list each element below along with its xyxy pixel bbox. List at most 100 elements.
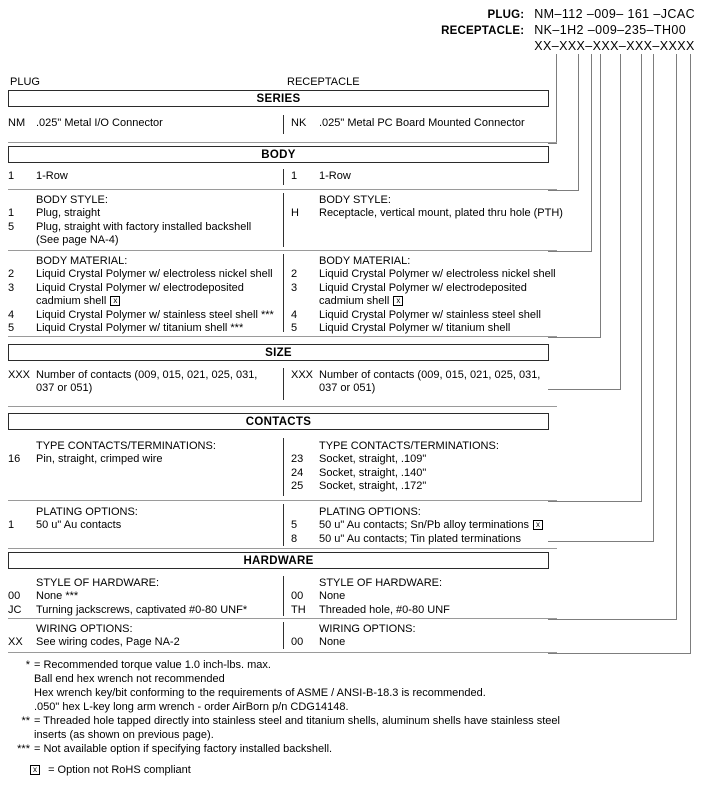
- contacts-plating-left-column: PLATING OPTIONS: 1 50 u" Au contacts: [8, 501, 278, 533]
- series-right-column: NK .025" Metal PC Board Mounted Connecto…: [291, 112, 553, 130]
- bracket-line-contacts-plating: [653, 54, 654, 541]
- option-text: Liquid Crystal Polymer w/ electrodeposit…: [319, 281, 527, 294]
- option-text-continued: 037 or 051): [319, 382, 376, 395]
- bracket-line-size: [620, 54, 621, 389]
- option-item: 00 None: [291, 636, 553, 649]
- column-divider-body-rowcount: [283, 169, 285, 185]
- size-right-column: XXX Number of contacts (009, 015, 021, 0…: [291, 365, 553, 396]
- section-title-contacts: CONTACTS: [8, 413, 549, 430]
- option-text: 50 u" Au contacts; Tin plated terminatio…: [319, 532, 522, 545]
- part-number-code-plug: NM–112 –009– 161 –JCAC: [534, 7, 695, 21]
- column-divider-body-style: [283, 193, 285, 247]
- option-item: 5 Liquid Crystal Polymer w/ titanium she…: [8, 322, 278, 335]
- option-item: 3 Liquid Crystal Polymer w/ electrodepos…: [8, 282, 278, 309]
- option-code: 00: [291, 636, 304, 649]
- option-code: 25: [291, 480, 304, 493]
- body-style-left-column: BODY STYLE: 1 Plug, straight 5 Plug, str…: [8, 190, 278, 248]
- body-rowcount-right-column: 1 1-Row: [291, 167, 553, 183]
- column-divider-contacts-plating: [283, 504, 285, 546]
- section-title-series: SERIES: [8, 90, 549, 107]
- option-code: 1: [8, 519, 15, 532]
- option-text: Liquid Crystal Polymer w/ titanium shell…: [36, 322, 244, 335]
- bracket-line-hardware-wiring: [690, 54, 691, 653]
- option-text-continued-label: cadmium shell: [36, 295, 107, 308]
- row-body-material: BODY MATERIAL: 2 Liquid Crystal Polymer …: [8, 251, 557, 337]
- option-text: Liquid Crystal Polymer w/ titanium shell: [319, 322, 511, 335]
- option-text-label: 50 u" Au contacts; Sn/Pb alloy terminati…: [319, 519, 529, 532]
- option-text: See wiring codes, Page NA-2: [36, 636, 180, 649]
- rohs-noncompliant-icon: x: [393, 296, 404, 307]
- option-code: XXX: [291, 369, 314, 381]
- option-item: H Receptacle, vertical mount, plated thr…: [291, 207, 563, 220]
- bracket-elbow-contacts-type: [548, 501, 642, 502]
- option-code: NM: [8, 117, 26, 129]
- footnote-marker: **: [21, 715, 30, 727]
- option-code: 24: [291, 466, 304, 479]
- option-item: NK .025" Metal PC Board Mounted Connecto…: [291, 117, 553, 130]
- part-number-label-receptacle: RECEPTACLE:: [441, 25, 525, 37]
- part-number-row-template: XX–XXX–XXX–XXX–XXXX: [426, 38, 695, 54]
- option-code: 2: [291, 268, 298, 281]
- section-title-hardware: HARDWARE: [8, 552, 549, 569]
- bracket-elbow-hardware-wiring: [548, 653, 691, 654]
- option-item: 23 Socket, straight, .109": [291, 453, 553, 466]
- option-text: Socket, straight, .109": [319, 453, 427, 466]
- group-heading: PLATING OPTIONS:: [36, 506, 138, 518]
- part-number-row-plug: PLUG: NM–112 –009– 161 –JCAC: [426, 6, 695, 22]
- option-item: 1 50 u" Au contacts: [8, 519, 278, 532]
- part-number-code-template: XX–XXX–XXX–XXX–XXXX: [534, 39, 695, 53]
- option-text-continued: 037 or 051): [36, 382, 93, 395]
- footnote-item: ** = Threaded hole tapped directly into …: [8, 714, 628, 742]
- row-contacts-plating: PLATING OPTIONS: 1 50 u" Au contacts PLA…: [8, 501, 557, 549]
- row-body-rowcount: 1 1-Row 1 1-Row: [8, 167, 557, 190]
- option-code: 1: [8, 207, 15, 220]
- option-text: 1-Row: [36, 170, 68, 182]
- option-text: .025" Metal I/O Connector: [36, 117, 163, 129]
- option-text: Number of contacts (009, 015, 021, 025, …: [36, 369, 258, 381]
- bracket-line-body-style: [591, 54, 592, 251]
- footnote-subline: .050" hex L-key long arm wrench - order …: [34, 701, 349, 713]
- part-number-header: PLUG: NM–112 –009– 161 –JCAC RECEPTACLE:…: [426, 6, 695, 54]
- footnote-text: = Recommended torque value 1.0 inch-lbs.…: [34, 659, 271, 671]
- option-item: 1 1-Row: [8, 170, 278, 183]
- footnote-subline: Ball end hex wrench not recommended: [34, 673, 225, 685]
- option-text: Liquid Crystal Polymer w/ electroless ni…: [319, 268, 556, 281]
- option-text: None: [319, 590, 346, 603]
- bracket-elbow-contacts-plating: [548, 541, 654, 542]
- bracket-elbow-body-style: [548, 251, 592, 252]
- option-item: 3 Liquid Crystal Polymer w/ electrodepos…: [291, 282, 553, 309]
- option-code: 3: [291, 281, 298, 294]
- option-code: 00: [8, 590, 21, 603]
- rohs-legend: x = Option not RoHS compliant: [30, 763, 191, 777]
- group-heading: BODY STYLE:: [319, 194, 391, 206]
- group-heading: TYPE CONTACTS/TERMINATIONS:: [36, 440, 216, 452]
- group-heading: PLATING OPTIONS:: [319, 506, 421, 518]
- option-text: Turning jackscrews, captivated #0-80 UNF…: [36, 603, 248, 616]
- option-code: 23: [291, 453, 304, 466]
- group-heading: STYLE OF HARDWARE:: [319, 577, 443, 589]
- option-code: 2: [8, 268, 15, 281]
- bracket-elbow-body-row: [548, 190, 579, 191]
- group-heading: TYPE CONTACTS/TERMINATIONS:: [319, 440, 499, 452]
- group-heading: BODY MATERIAL:: [319, 255, 411, 267]
- option-item: 00 None: [291, 590, 553, 603]
- option-item: 5 Plug, straight with factory installed …: [8, 221, 278, 248]
- option-text: 1-Row: [319, 170, 351, 182]
- group-heading: WIRING OPTIONS:: [36, 623, 133, 635]
- row-series: NM .025" Metal I/O Connector NK .025" Me…: [8, 112, 557, 143]
- option-code: XX: [8, 636, 23, 649]
- option-item: XXX Number of contacts (009, 015, 021, 0…: [8, 369, 278, 396]
- option-item: JC Turning jackscrews, captivated #0-80 …: [8, 604, 278, 617]
- option-code: 5: [291, 519, 298, 532]
- hardware-style-left-column: STYLE OF HARDWARE: 00 None *** JC Turnin…: [8, 573, 278, 617]
- option-text: None: [319, 636, 346, 649]
- series-left-column: NM .025" Metal I/O Connector: [8, 112, 278, 130]
- option-text: Threaded hole, #0-80 UNF: [319, 603, 450, 616]
- option-code: 5: [8, 220, 15, 233]
- option-code: NK: [291, 117, 307, 129]
- option-code: 5: [291, 322, 298, 335]
- option-code: H: [291, 207, 299, 220]
- section-title-size: SIZE: [8, 344, 549, 361]
- option-item: NM .025" Metal I/O Connector: [8, 117, 278, 130]
